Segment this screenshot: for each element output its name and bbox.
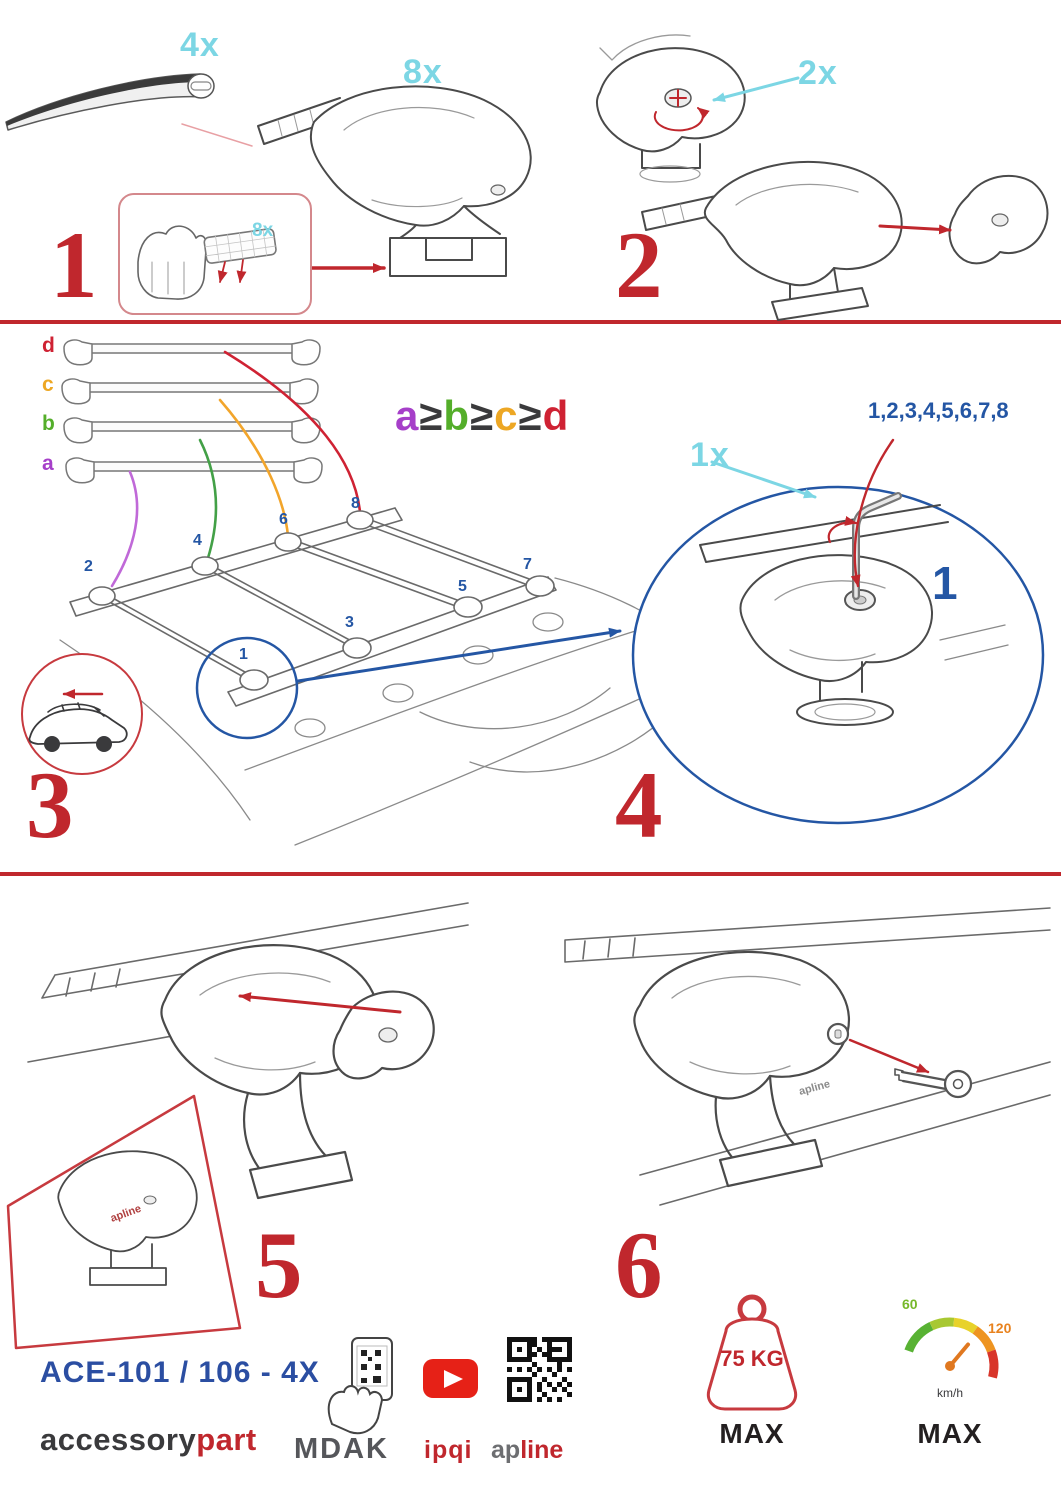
step4-qty-arrow xyxy=(710,460,817,499)
sequence-start-callout: 1 xyxy=(932,557,958,609)
weight-limit-value: 75 KG xyxy=(720,1346,784,1371)
brand-wordmark: accessorypart xyxy=(40,1422,257,1458)
model-number: ACE-101 / 106 - 4X xyxy=(40,1356,320,1389)
formula-gte-3: ≥ xyxy=(518,392,543,439)
formula-gte-1: ≥ xyxy=(419,392,444,439)
bar-label-d: d xyxy=(42,334,55,357)
step3-number: 3 xyxy=(26,752,74,858)
step6-illustration: apline xyxy=(564,907,1051,1206)
position-6: 6 xyxy=(279,511,288,528)
step2-illustration xyxy=(595,34,1049,321)
formula-c: c xyxy=(494,392,519,439)
brand-second: part xyxy=(196,1422,257,1457)
speed-high-label: 120 xyxy=(988,1320,1012,1336)
brand-first: accessory xyxy=(40,1422,197,1457)
speed-max-label: MAX xyxy=(917,1418,983,1449)
apline-logo-clamp: apline xyxy=(798,1078,832,1098)
bar-stack-drawing xyxy=(61,339,323,484)
clamp-qty-label: 8x xyxy=(403,53,443,91)
apline-second: line xyxy=(520,1436,564,1464)
bar-label-b: b xyxy=(42,412,55,435)
rubber-pad-inset-drawing xyxy=(137,225,277,300)
routing-curves xyxy=(110,350,362,588)
speed-unit-label: km/h xyxy=(936,1386,963,1400)
position1-highlight-circle xyxy=(195,636,299,740)
formula-d: d xyxy=(542,392,570,439)
formula-b: b xyxy=(443,392,471,439)
pad-inset-box xyxy=(118,193,312,315)
step5-inset-drawing: apline xyxy=(6,1094,242,1350)
position-3: 3 xyxy=(345,614,354,631)
mdak-logo: MDAK xyxy=(294,1433,389,1465)
clamp-drawing xyxy=(257,85,532,277)
position-1: 1 xyxy=(239,646,248,663)
formula-gte-2: ≥ xyxy=(470,392,495,439)
speed-low-label: 60 xyxy=(902,1296,918,1312)
pad-qty-label: 8x xyxy=(252,220,274,241)
step2-number: 2 xyxy=(615,212,663,318)
zoom-arrow xyxy=(296,627,622,683)
key-qty-label: 1x xyxy=(690,436,730,474)
step3-illustration xyxy=(21,339,736,846)
step5-number: 5 xyxy=(255,1212,303,1318)
step4-illustration xyxy=(631,438,1045,825)
clamp-rail-drawing xyxy=(160,944,435,1200)
bar-qty-label: 4x xyxy=(180,26,220,64)
step6-number: 6 xyxy=(615,1212,663,1318)
qr-code xyxy=(507,1337,572,1402)
speedometer-icon xyxy=(904,1317,999,1379)
apline-logo: apline xyxy=(491,1436,563,1465)
clamp-open-drawing xyxy=(595,34,746,183)
car-inset-drawing xyxy=(21,653,143,775)
divider-1 xyxy=(0,320,1061,324)
position-7: 7 xyxy=(523,556,532,573)
step2-qty-arrow xyxy=(712,76,800,103)
weight-limit-icon xyxy=(706,1294,798,1411)
divider-2 xyxy=(0,872,1061,876)
position-4: 4 xyxy=(193,532,202,549)
step4-number: 4 xyxy=(615,752,663,858)
apline-first: ap xyxy=(491,1436,521,1464)
clamp-lock-drawing xyxy=(633,950,850,1188)
step6-key-arrow xyxy=(848,1038,930,1074)
sequence-arrow xyxy=(850,438,895,588)
rotation-arrow xyxy=(827,516,858,544)
scan-qr-icon xyxy=(327,1337,393,1435)
weight-max-label: MAX xyxy=(719,1418,785,1449)
youtube-icon xyxy=(423,1359,478,1398)
step5-insert-arrow xyxy=(238,992,402,1014)
step1-number: 1 xyxy=(50,212,98,318)
size-order-formula: a≥b≥c≥d xyxy=(395,392,569,440)
position-2: 2 xyxy=(84,558,93,575)
screw-qty-label: 2x xyxy=(798,54,838,92)
key-drawing xyxy=(894,1068,973,1099)
step1-illustration xyxy=(5,73,532,300)
step5-illustration: apline xyxy=(6,902,469,1350)
formula-a: a xyxy=(395,392,420,439)
position-8: 8 xyxy=(351,495,360,512)
ipqi-logo: ipqi xyxy=(424,1436,473,1464)
clamp-endcap-drawing xyxy=(641,160,1049,321)
tightening-sequence: 1,2,3,4,5,6,7,8 xyxy=(868,398,1009,423)
bar-label-a: a xyxy=(42,452,54,475)
crossbar-drawing xyxy=(5,73,253,147)
bar-label-c: c xyxy=(42,373,54,396)
position-5: 5 xyxy=(458,578,467,595)
